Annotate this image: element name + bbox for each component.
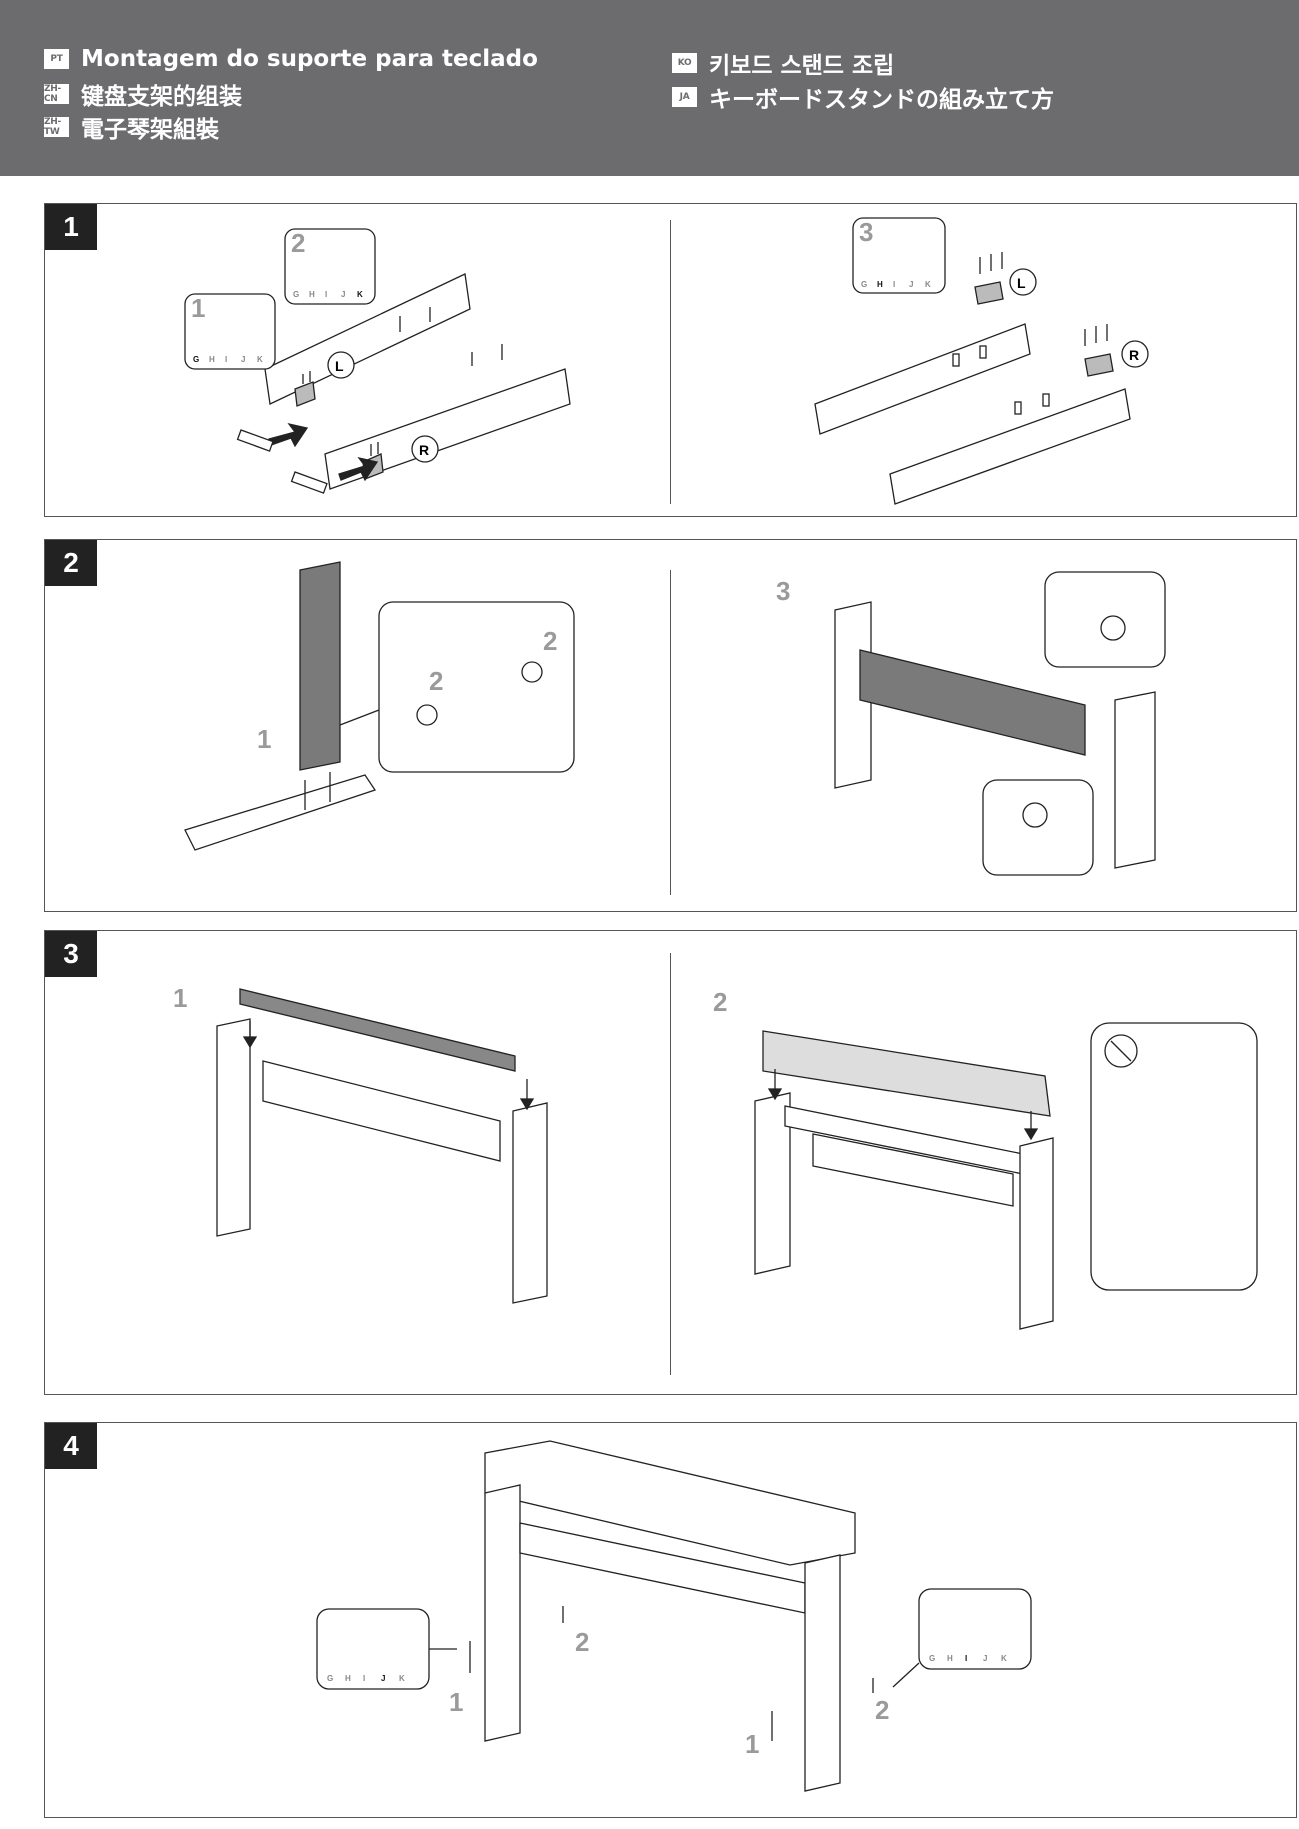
part-label: H <box>209 355 215 364</box>
part-label: K <box>257 355 263 364</box>
step-1-badge: 1 <box>45 204 97 250</box>
callout-l-2: L <box>1017 275 1026 291</box>
part-label: J <box>983 1654 987 1663</box>
lang-tag-ko: KO <box>672 53 697 73</box>
title-row-zh-cn: ZH-CN 键盘支架的组装 <box>44 77 242 111</box>
step-1-sublabel-3: 3 <box>859 217 873 247</box>
step-4-panel: 4 1 2 1 2 G H I J K G <box>44 1422 1297 1818</box>
part-label: K <box>925 280 931 289</box>
title-zh-tw: 電子琴架組裝 <box>81 117 219 143</box>
title-ja: キーボードスタンドの組み立て方 <box>709 87 1054 113</box>
step-4-illustration: 1 2 1 2 G H I J K G H I J K <box>316 1440 1032 1792</box>
step-1-panel: 1 <box>44 203 1297 517</box>
step-3-illustration: 1 2 <box>173 983 1258 1330</box>
callout-r-2: R <box>1129 347 1139 363</box>
part-label: G <box>193 355 199 364</box>
step-4-sublabel-1b: 1 <box>745 1729 759 1759</box>
part-label: I <box>225 355 227 364</box>
part-label: G <box>861 280 867 289</box>
title-row-ja: JA キーボードスタンドの組み立て方 <box>672 80 1054 114</box>
part-label: I <box>965 1654 967 1663</box>
step-2-sublabel-1: 1 <box>257 724 271 754</box>
callout-l-1: L <box>335 358 344 374</box>
title-row-zh-tw: ZH-TW 電子琴架組裝 <box>44 110 219 144</box>
step-1-illustration: 1 2 3 L R L R G H I J K G H I J K G H I … <box>184 217 1149 505</box>
callout-r-1: R <box>419 442 429 458</box>
part-label: G <box>929 1654 935 1663</box>
step-3-sublabel-2: 2 <box>713 987 727 1017</box>
part-label: K <box>357 290 363 299</box>
step-4-sublabel-2b: 2 <box>875 1695 889 1725</box>
part-label: I <box>363 1674 365 1683</box>
part-label: H <box>345 1674 351 1683</box>
title-ko: 키보드 스탠드 조립 <box>709 53 895 79</box>
step-3-sublabel-1: 1 <box>173 983 187 1013</box>
step-2-sublabel-3: 3 <box>776 576 790 606</box>
title-zh-cn: 键盘支架的组装 <box>81 84 242 110</box>
step-2-sublabel-2b: 2 <box>543 626 557 656</box>
step-2-divider <box>670 570 671 895</box>
step-1-sublabel-1: 1 <box>191 293 205 323</box>
part-label: J <box>241 355 245 364</box>
part-label: H <box>309 290 315 299</box>
part-label: K <box>399 1674 405 1683</box>
step-1-sublabel-2: 2 <box>291 228 305 258</box>
lang-tag-zh-cn: ZH-CN <box>44 84 69 104</box>
step-4-sublabel-1a: 1 <box>449 1687 463 1717</box>
part-label: I <box>893 280 895 289</box>
part-label: J <box>341 290 345 299</box>
lang-tag-pt: PT <box>44 49 69 69</box>
step-3-badge: 3 <box>45 931 97 977</box>
step-2-badge: 2 <box>45 540 97 586</box>
part-label: J <box>381 1674 385 1683</box>
step-1-divider <box>670 220 671 504</box>
title-row-pt: PT Montagem do suporte para teclado <box>44 46 538 72</box>
part-label: H <box>877 280 883 289</box>
step-4-badge: 4 <box>45 1423 97 1469</box>
part-label: G <box>327 1674 333 1683</box>
step-4-sublabel-2a: 2 <box>575 1627 589 1657</box>
lang-tag-ja: JA <box>672 87 697 107</box>
part-label: G <box>293 290 299 299</box>
step-3-panel: 3 1 2 <box>44 930 1297 1395</box>
part-label: I <box>325 290 327 299</box>
header-banner: PT Montagem do suporte para teclado ZH-C… <box>0 0 1299 176</box>
step-2-illustration: 1 2 2 3 <box>184 561 1166 876</box>
step-2-sublabel-2a: 2 <box>429 666 443 696</box>
part-label: H <box>947 1654 953 1663</box>
part-label: K <box>1001 1654 1007 1663</box>
part-label: J <box>909 280 913 289</box>
step-2-panel: 2 1 2 2 3 <box>44 539 1297 912</box>
lang-tag-zh-tw: ZH-TW <box>44 117 69 137</box>
title-row-ko: KO 키보드 스탠드 조립 <box>672 46 894 80</box>
step-3-divider <box>670 953 671 1375</box>
title-pt: Montagem do suporte para teclado <box>81 46 538 72</box>
